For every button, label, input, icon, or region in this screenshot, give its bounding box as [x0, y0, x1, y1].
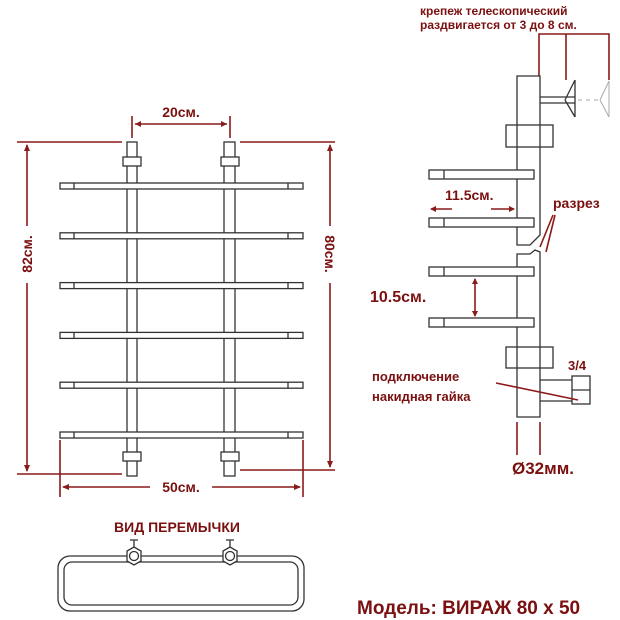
width-dimension: 50см.	[59, 440, 304, 497]
model-label: Модель: ВИРАЖ 80 х 50	[357, 598, 580, 619]
nut-lower	[505, 346, 554, 369]
telescopic-mount	[540, 79, 610, 118]
jumper-outer	[57, 555, 305, 612]
right-riser	[223, 141, 236, 477]
pipe-diameter-label: Ø32мм.	[512, 459, 574, 478]
side-crossbars	[428, 169, 535, 328]
nut-top-right	[220, 156, 240, 167]
crossbar	[59, 182, 304, 190]
spacing-dimension: 20см.	[131, 104, 231, 138]
nut-icon	[222, 539, 238, 566]
nut-bottom-left	[122, 451, 142, 462]
riser-upper	[516, 75, 541, 246]
crossbars	[59, 182, 304, 439]
axis-height-label: 80см.	[322, 235, 338, 273]
nut-top-left	[122, 156, 142, 167]
nut-upper	[505, 124, 554, 148]
side-crossbar	[428, 169, 535, 180]
section-label: разрез	[553, 195, 600, 211]
top-view-title: ВИД ПЕРЕМЫЧКИ	[114, 519, 240, 535]
crossbar	[59, 281, 304, 290]
vertical-pipes	[122, 141, 240, 477]
mount-label-line1: крепеж телескопический	[420, 4, 568, 18]
mount-leader-lines	[538, 33, 610, 80]
spacing-label: 20см.	[162, 104, 200, 120]
side-crossbar	[428, 317, 535, 328]
thread-label: 3/4	[568, 358, 587, 373]
crossbar	[59, 232, 304, 240]
side-view: крепеж телескопический раздвигается от 3…	[370, 4, 610, 478]
side-crossbar	[428, 217, 535, 228]
side-crossbar	[428, 266, 535, 277]
axis-height-dimension: 80см.	[240, 141, 338, 471]
top-view: ВИД ПЕРЕМЫЧКИ	[57, 519, 305, 612]
nut-bottom-right	[220, 451, 240, 462]
crossbar	[59, 381, 304, 389]
connection	[540, 375, 591, 405]
width-label: 50см.	[162, 479, 200, 495]
connection-label-line2: накидная гайка	[372, 389, 471, 404]
jumper-inner	[63, 561, 299, 606]
front-view: 20см. 82см. 80см. 50см.	[17, 104, 338, 497]
bar-depth-label: 11.5см.	[445, 187, 494, 203]
height-dimension: 82см.	[17, 141, 122, 475]
nut-icon	[126, 539, 142, 566]
left-riser	[126, 141, 138, 477]
crossbar	[59, 331, 304, 340]
riser-lower	[516, 249, 541, 418]
crossbar	[59, 431, 304, 439]
height-label: 82см.	[19, 235, 35, 273]
connection-label-line1: подключение	[372, 369, 459, 384]
bar-gap-label: 10.5см.	[370, 289, 426, 306]
mount-label-line2: раздвигается от 3 до 8 см.	[420, 18, 577, 32]
